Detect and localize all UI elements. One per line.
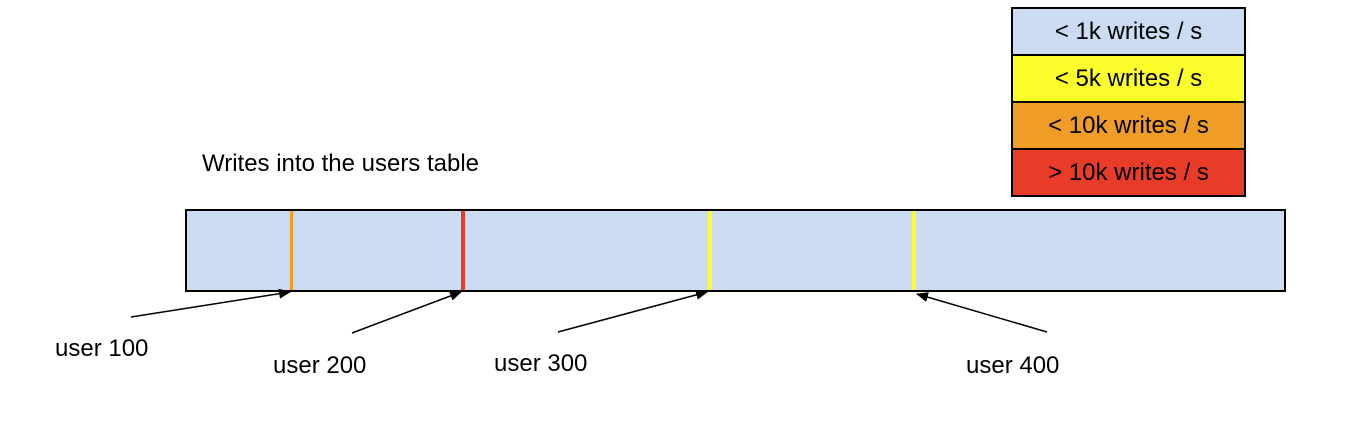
stripe-user-200 [461,211,465,290]
arrow-user-200 [351,291,462,334]
stripe-user-300 [708,211,712,290]
arrow-user-300 [557,290,708,333]
label-user-400: user 400 [966,352,1060,379]
legend-label-lt-1k: < 1k writes / s [1054,17,1203,45]
stripe-user-400 [912,211,916,290]
users-table-bar [185,209,1286,292]
label-user-200: user 200 [273,352,367,379]
legend: < 1k writes / s < 5k writes / s < 10k wr… [1011,7,1246,197]
legend-row-gt-10k: > 10k writes / s [1013,148,1244,195]
label-user-100: user 100 [55,335,149,362]
legend-row-lt-10k: < 10k writes / s [1013,101,1244,148]
legend-row-lt-5k: < 5k writes / s [1013,54,1244,101]
diagram-title: Writes into the users table [202,150,480,177]
legend-label-gt-10k: > 10k writes / s [1048,158,1209,186]
legend-row-lt-1k: < 1k writes / s [1013,9,1244,54]
legend-label-lt-10k: < 10k writes / s [1048,111,1209,139]
stripe-user-100 [290,211,293,290]
label-user-300: user 300 [494,350,588,377]
arrow-user-400 [916,292,1048,333]
legend-label-lt-5k: < 5k writes / s [1054,64,1203,92]
arrow-user-100 [130,288,291,318]
